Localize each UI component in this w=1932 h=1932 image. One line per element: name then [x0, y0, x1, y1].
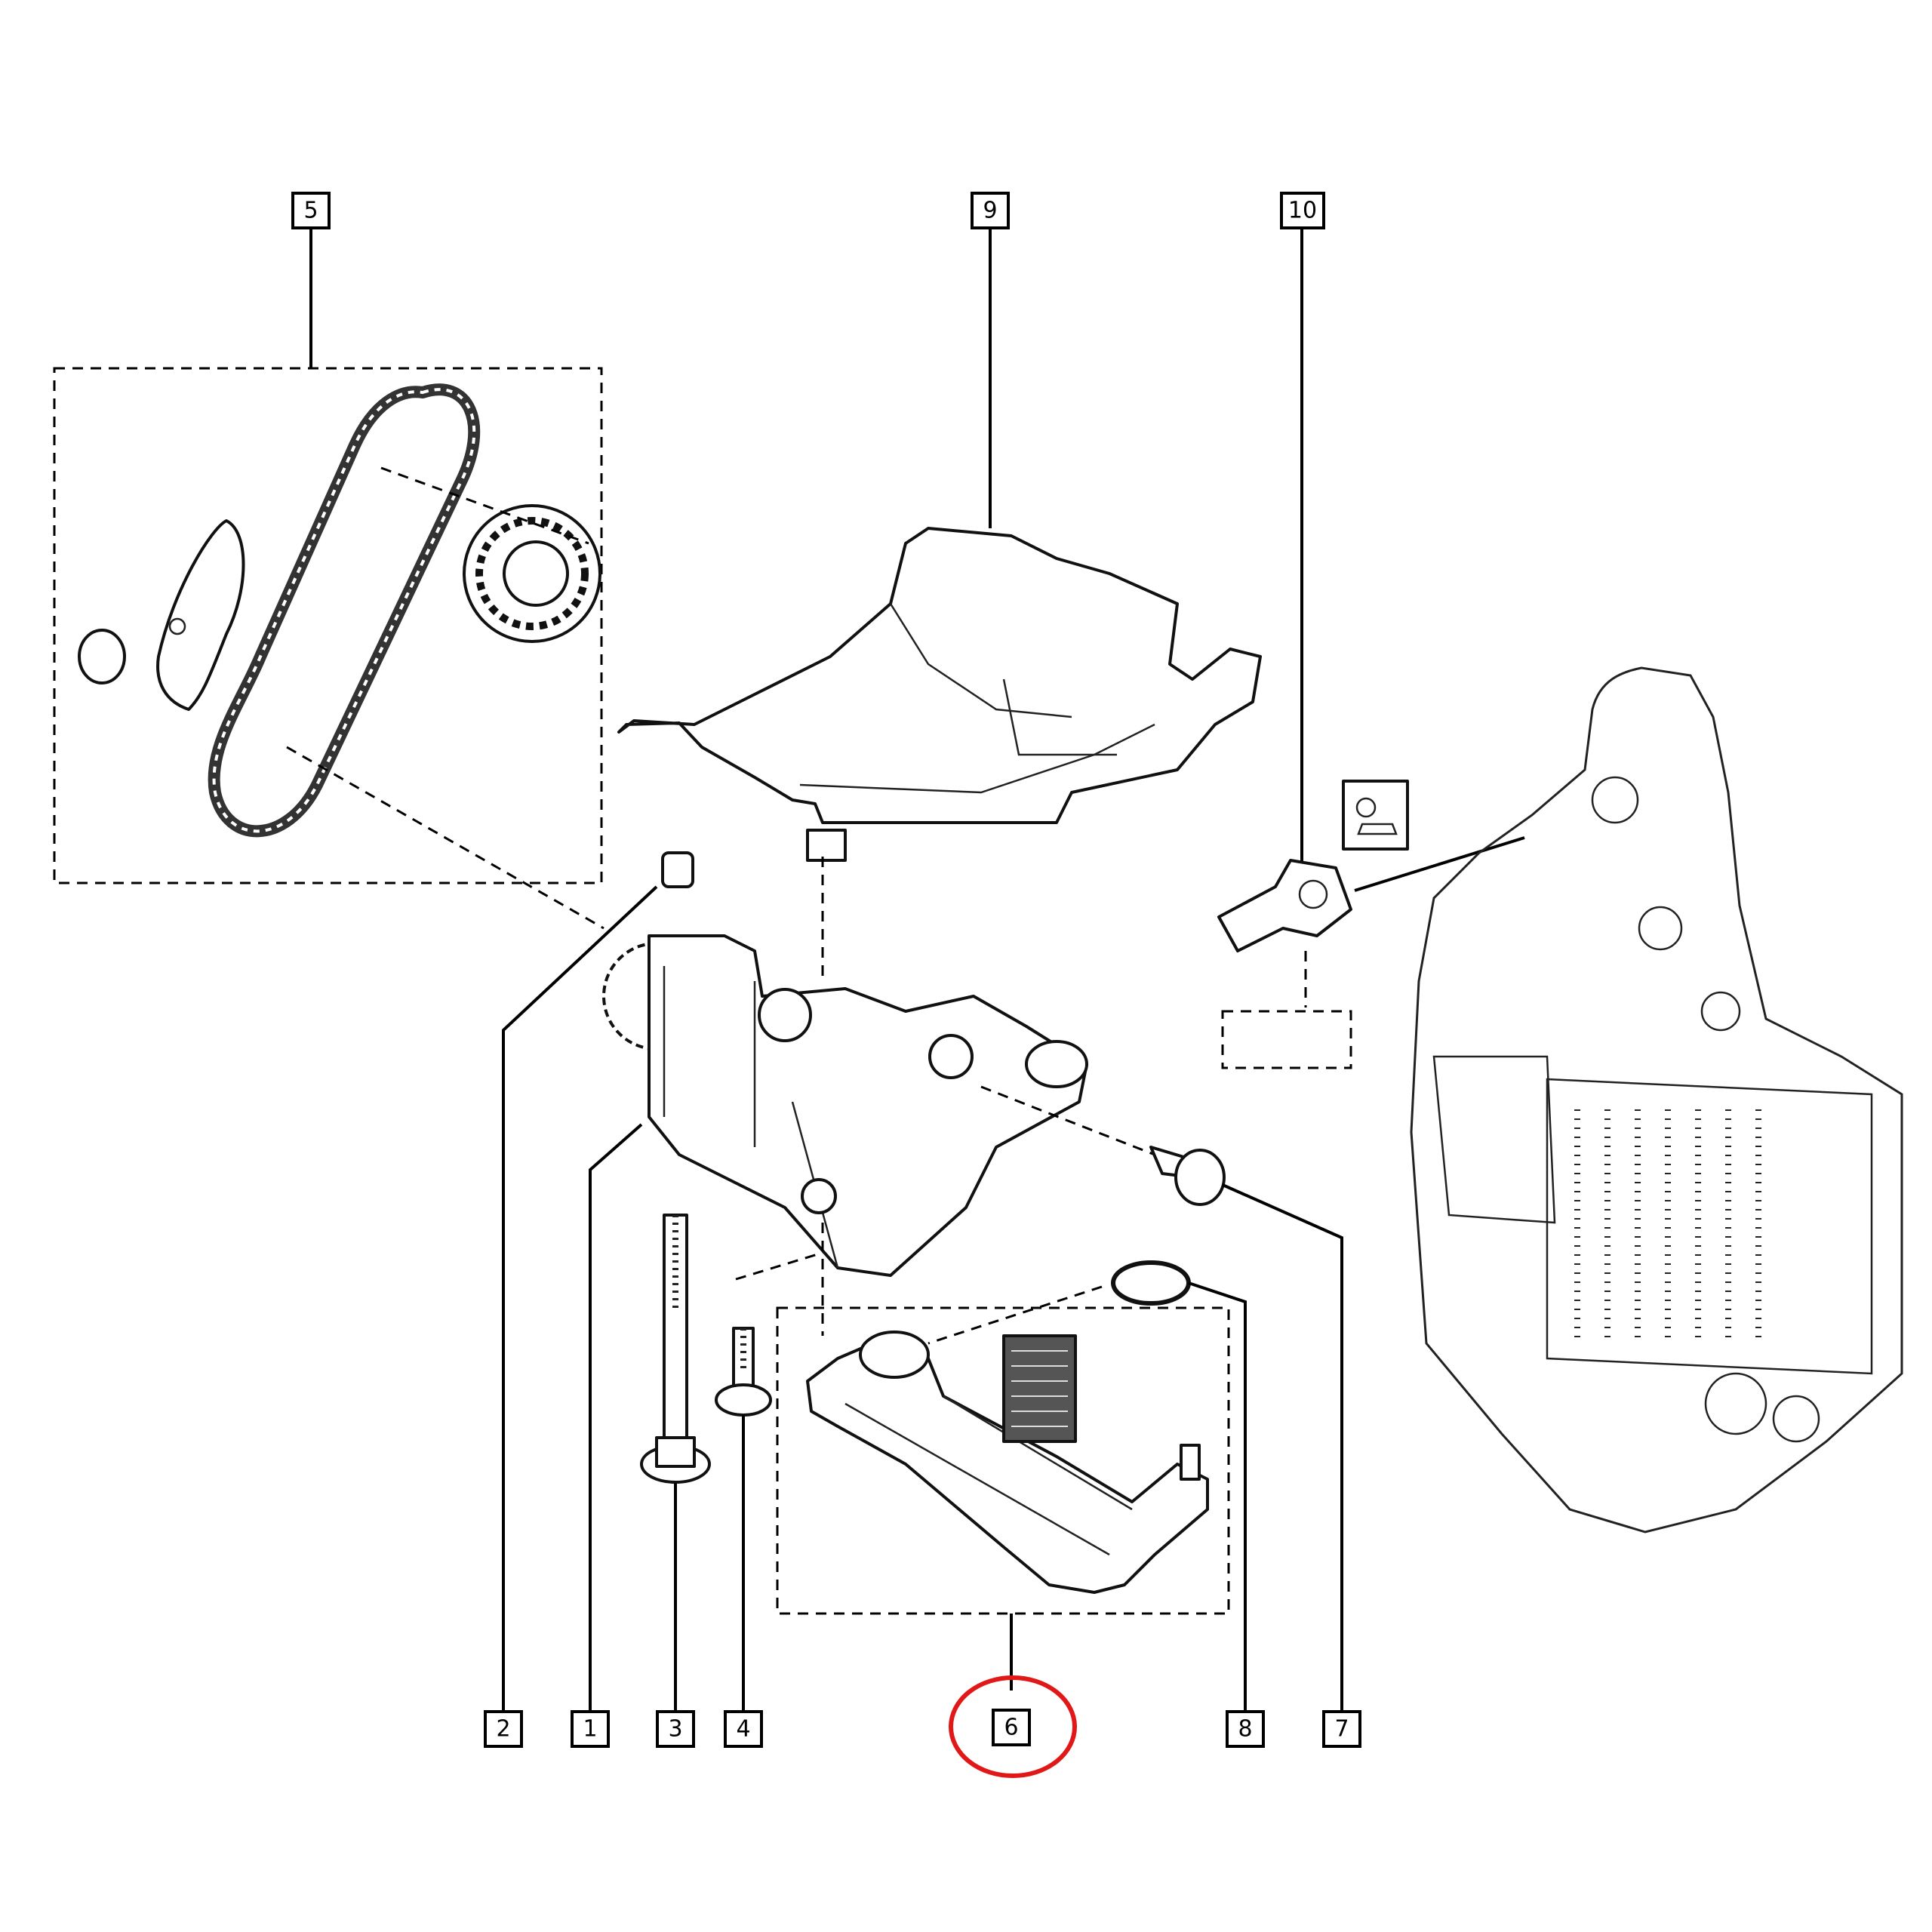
callout-5: 5 — [291, 192, 331, 229]
leader-lines — [502, 885, 1343, 1712]
callout-2: 2 — [484, 1710, 523, 1748]
callout-3-label: 3 — [668, 1716, 682, 1743]
callout-3: 3 — [656, 1710, 695, 1748]
callout-9-label: 9 — [983, 198, 997, 224]
o-ring — [928, 1260, 1191, 1345]
chain-assembly-group — [53, 228, 605, 930]
callout-4: 4 — [724, 1710, 763, 1748]
oil-baffle-cover — [617, 228, 1262, 862]
callout-8: 8 — [1226, 1710, 1265, 1748]
callout-10: 10 — [1280, 192, 1325, 229]
short-bolt — [715, 1327, 772, 1417]
callout-1-label: 1 — [583, 1716, 597, 1743]
flange-bolt — [1149, 1146, 1226, 1206]
callout-6-highlight-circle — [949, 1675, 1077, 1778]
oil-pump-body — [602, 851, 1155, 1336]
callout-1: 1 — [571, 1710, 610, 1748]
callout-8-label: 8 — [1238, 1716, 1252, 1743]
callout-9: 9 — [971, 192, 1010, 229]
oil-pickup-strainer-group — [776, 1306, 1230, 1690]
callout-6-label: 6 — [1004, 1715, 1018, 1741]
callout-2-label: 2 — [496, 1716, 510, 1743]
callout-7-label: 7 — [1334, 1716, 1349, 1743]
callout-5-label: 5 — [303, 198, 318, 224]
callout-7: 7 — [1322, 1710, 1361, 1748]
engine-block — [1410, 666, 1903, 1534]
callout-10-label: 10 — [1288, 198, 1317, 224]
oil-pressure-sensor — [1217, 228, 1525, 1069]
callout-6: 6 — [949, 1675, 1077, 1778]
long-bolt — [640, 1214, 711, 1484]
oil-pressure-warning-icon — [1342, 780, 1409, 851]
callout-4-label: 4 — [736, 1716, 750, 1743]
